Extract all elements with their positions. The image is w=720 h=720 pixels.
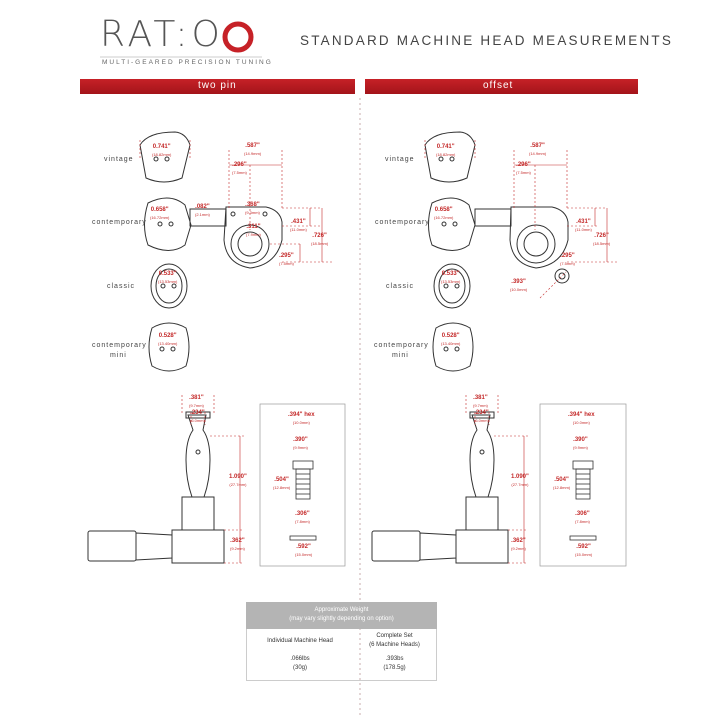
side-view-left — [87, 411, 225, 564]
dim-362-left: .362"(9.2mm) — [230, 538, 245, 551]
dim-592-left: .592"(15.0mm) — [295, 544, 313, 557]
dim-mini-left: 0.528"(13.40mm) — [158, 333, 178, 346]
dim-368-left: .368"(9.3mm) — [245, 202, 260, 215]
dim-contemporary-right: 0.658"(16.72mm) — [434, 207, 454, 220]
weight-individual: Individual Machine Head .066lbs (30g) — [255, 637, 345, 673]
button-vintage-right — [424, 131, 476, 183]
weight-set-metric: (178.5g) — [383, 665, 406, 671]
button-contemporary-right — [428, 197, 476, 251]
weight-set: Complete Set (6 Machine Heads) .393bs (1… — [357, 632, 432, 673]
dim-contemporary-left: 0.658"(16.72mm) — [150, 207, 170, 220]
label-contemporary-mini-right-2: mini — [392, 352, 409, 359]
dim-lines-top-left — [228, 150, 332, 263]
button-classic-left — [150, 263, 188, 309]
dim-587-left: .587"(14.9mm) — [244, 143, 262, 156]
dim-vintage-right: 0.741"(18.82mm) — [436, 144, 456, 157]
weight-individual-metric: (30g) — [292, 665, 307, 671]
side-view-right — [371, 411, 509, 564]
dim-1090-right: 1.090"(27.7mm) — [511, 474, 529, 487]
weight-title: Approximate Weight — [314, 607, 369, 613]
top-view-right — [474, 206, 570, 284]
dim-classic-right: 0.533"(13.53mm) — [441, 271, 461, 284]
dim-1090-left: 1.090"(27.7mm) — [229, 474, 247, 487]
weight-header: Approximate Weight (may vary slightly de… — [246, 602, 437, 629]
dim-504-left: .504"(12.8mm) — [273, 477, 291, 490]
dim-296-left: .296"(7.5mm) — [232, 162, 247, 175]
weight-set-sublabel: (6 Machine Heads) — [369, 642, 420, 648]
dim-726-left: .726"(18.5mm) — [311, 233, 329, 246]
dim-mini-right: 0.528"(13.40mm) — [441, 333, 461, 346]
dim-726-right: .726"(18.5mm) — [593, 233, 611, 246]
weight-table: Individual Machine Head .066lbs (30g) Co… — [246, 629, 437, 681]
dim-296-right: .296"(7.5mm) — [516, 162, 531, 175]
hex-box-right — [539, 403, 627, 567]
dim-classic-left: 0.533"(13.53mm) — [158, 271, 178, 284]
button-contemporary-left — [144, 197, 192, 251]
button-classic-right — [433, 263, 471, 309]
dim-592-right: .592"(15.0mm) — [575, 544, 593, 557]
dim-306-right: .306"(7.8mm) — [575, 511, 590, 524]
dim-hex-right: .394" hex(10.0mm) — [568, 412, 595, 425]
label-contemporary-mini-right-1: contemporary — [374, 342, 429, 349]
top-view-left — [189, 206, 283, 269]
button-vintage-left — [139, 131, 191, 183]
button-mini-left — [148, 322, 190, 372]
dim-082-left: .082"(2.1mm) — [195, 204, 210, 217]
button-mini-right — [432, 322, 474, 372]
weight-set-label: Complete Set — [376, 633, 413, 639]
weight-individual-value: .066lbs — [290, 656, 310, 662]
dim-390-left: .390"(9.9mm) — [293, 437, 308, 450]
label-classic-right: classic — [386, 283, 415, 290]
section-band-right: offset — [365, 79, 638, 94]
dim-295-right: .295"(7.5mm) — [560, 253, 575, 266]
dim-hex-left: .394" hex(10.0mm) — [288, 412, 315, 425]
dim-234-right: .234"(6.0mm) — [474, 410, 489, 423]
dim-362-right: .362"(9.2mm) — [511, 538, 526, 551]
dim-393-right: .393"(10.0mm) — [510, 279, 528, 292]
dim-311-left: .311"(7.9mm) — [246, 224, 261, 237]
section-title-two-pin: two pin — [198, 80, 237, 91]
hex-box-left — [259, 403, 346, 567]
label-contemporary-mini-left-1: contemporary — [92, 342, 147, 349]
dim-390-right: .390"(9.9mm) — [573, 437, 588, 450]
label-contemporary-right: contemporary — [375, 219, 430, 226]
dim-306-left: .306"(7.8mm) — [295, 511, 310, 524]
ratio-logo: RAT:O — [100, 14, 224, 55]
label-vintage-left: vintage — [104, 156, 134, 163]
page-title: STANDARD MACHINE HEAD MEASUREMENTS — [300, 33, 674, 48]
dim-381-left: .381"(9.7mm) — [189, 395, 204, 408]
dim-431-left: .431"(11.0mm) — [290, 219, 307, 232]
dim-lines-top-right — [513, 150, 617, 299]
weight-set-value: .393bs — [385, 656, 404, 662]
weight-subtitle: (may vary slightly depending on option) — [289, 616, 394, 622]
label-contemporary-mini-left-2: mini — [110, 352, 127, 359]
section-band-left: two pin — [80, 79, 355, 94]
dim-lines-side-left — [181, 395, 244, 564]
label-contemporary-left: contemporary — [92, 219, 147, 226]
dim-lines-side-right — [465, 395, 528, 564]
dim-234-left: .234"(6.0mm) — [190, 410, 205, 423]
dim-vintage-left: 0.741"(18.82mm) — [152, 144, 172, 157]
label-classic-left: classic — [107, 283, 136, 290]
section-title-offset: offset — [483, 80, 514, 91]
logo-tagline: MULTI-GEARED PRECISION TUNING — [102, 59, 273, 66]
label-vintage-right: vintage — [385, 156, 415, 163]
weight-individual-label: Individual Machine Head — [267, 638, 333, 644]
button-dim-lines — [139, 140, 476, 160]
logo-o-ring — [222, 21, 254, 53]
hex-bushing-right — [569, 460, 597, 541]
dim-381-right: .381"(9.7mm) — [473, 395, 488, 408]
dim-587-right: .587"(14.9mm) — [529, 143, 547, 156]
hex-bushing-left — [289, 460, 317, 541]
dim-504-right: .504"(12.8mm) — [553, 477, 571, 490]
dim-431-right: .431"(11.0mm) — [575, 219, 592, 232]
dim-295-left: .295"(7.5mm) — [279, 253, 294, 266]
